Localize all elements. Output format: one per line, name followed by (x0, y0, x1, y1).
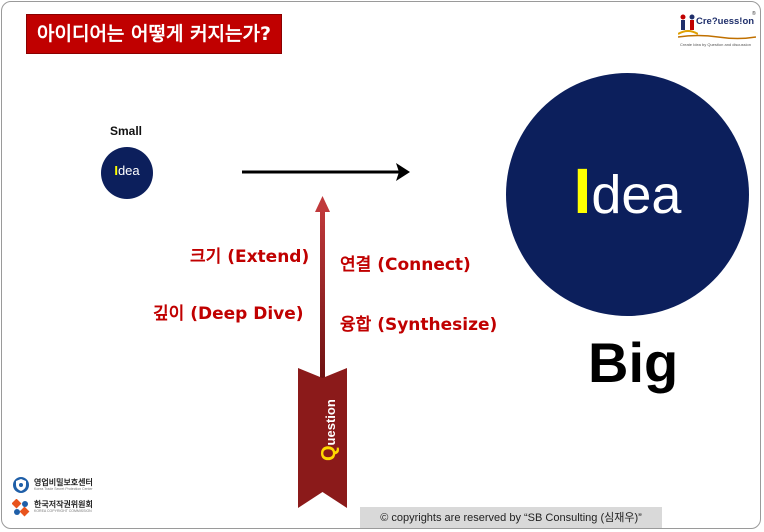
big-idea-circle: Idea (506, 73, 749, 316)
logo-tagline: Create Idea by Question and discussion (680, 42, 751, 47)
question-banner (298, 368, 347, 508)
logo-underline (678, 34, 756, 40)
small-idea-initial: I (114, 163, 118, 178)
growth-arrow-head (396, 163, 410, 181)
question-label: Question (315, 399, 343, 461)
question-initial: Q (318, 445, 340, 461)
logo-registered-mark: ® (752, 11, 756, 17)
creguession-logo: Cre?uess!on ® Create Idea by Question an… (678, 11, 758, 56)
method-connect: 연결 (Connect) (340, 255, 471, 275)
small-idea-text: Idea (101, 163, 153, 178)
people-icon (678, 14, 698, 35)
small-idea-circle: Idea (101, 147, 153, 199)
question-rest: uestion (323, 399, 338, 446)
small-idea-rest: dea (117, 163, 140, 178)
trade-secret-center-name: 영업비밀보호센터 (34, 478, 93, 487)
big-idea-text: Idea (506, 159, 749, 225)
commission-emblem-icon (12, 499, 30, 517)
method-extend: 크기 (Extend) (190, 247, 310, 267)
copyright-commission-logo: 한국저작권위원회 KOREA COPYRIGHT COMMISSION (12, 498, 96, 518)
big-idea-initial: I (573, 155, 592, 227)
big-idea-rest: dea (591, 165, 682, 225)
copyright-notice: © copyrights are reserved by “SB Consult… (360, 507, 662, 528)
shield-icon (13, 477, 29, 493)
copyright-commission-sub: KOREA COPYRIGHT COMMISSION (34, 509, 92, 513)
trade-secret-center-logo: 영업비밀보호센터 Korea Trade Secret Protection C… (12, 476, 96, 494)
big-label: Big (588, 331, 679, 394)
question-arrow-shaft (320, 207, 325, 379)
copyright-commission-name: 한국저작권위원회 (34, 500, 93, 509)
logo-brand: Cre?uess!on (696, 16, 755, 27)
method-deep-dive: 깊이 (Deep Dive) (153, 304, 304, 324)
trade-secret-center-sub: Korea Trade Secret Protection Center (34, 487, 93, 491)
slide-title: 아이디어는 어떻게 커지는가? (26, 14, 283, 54)
small-label: Small (110, 124, 143, 138)
question-arrow-head (315, 196, 330, 212)
method-synthesize: 융합 (Synthesize) (340, 315, 498, 335)
